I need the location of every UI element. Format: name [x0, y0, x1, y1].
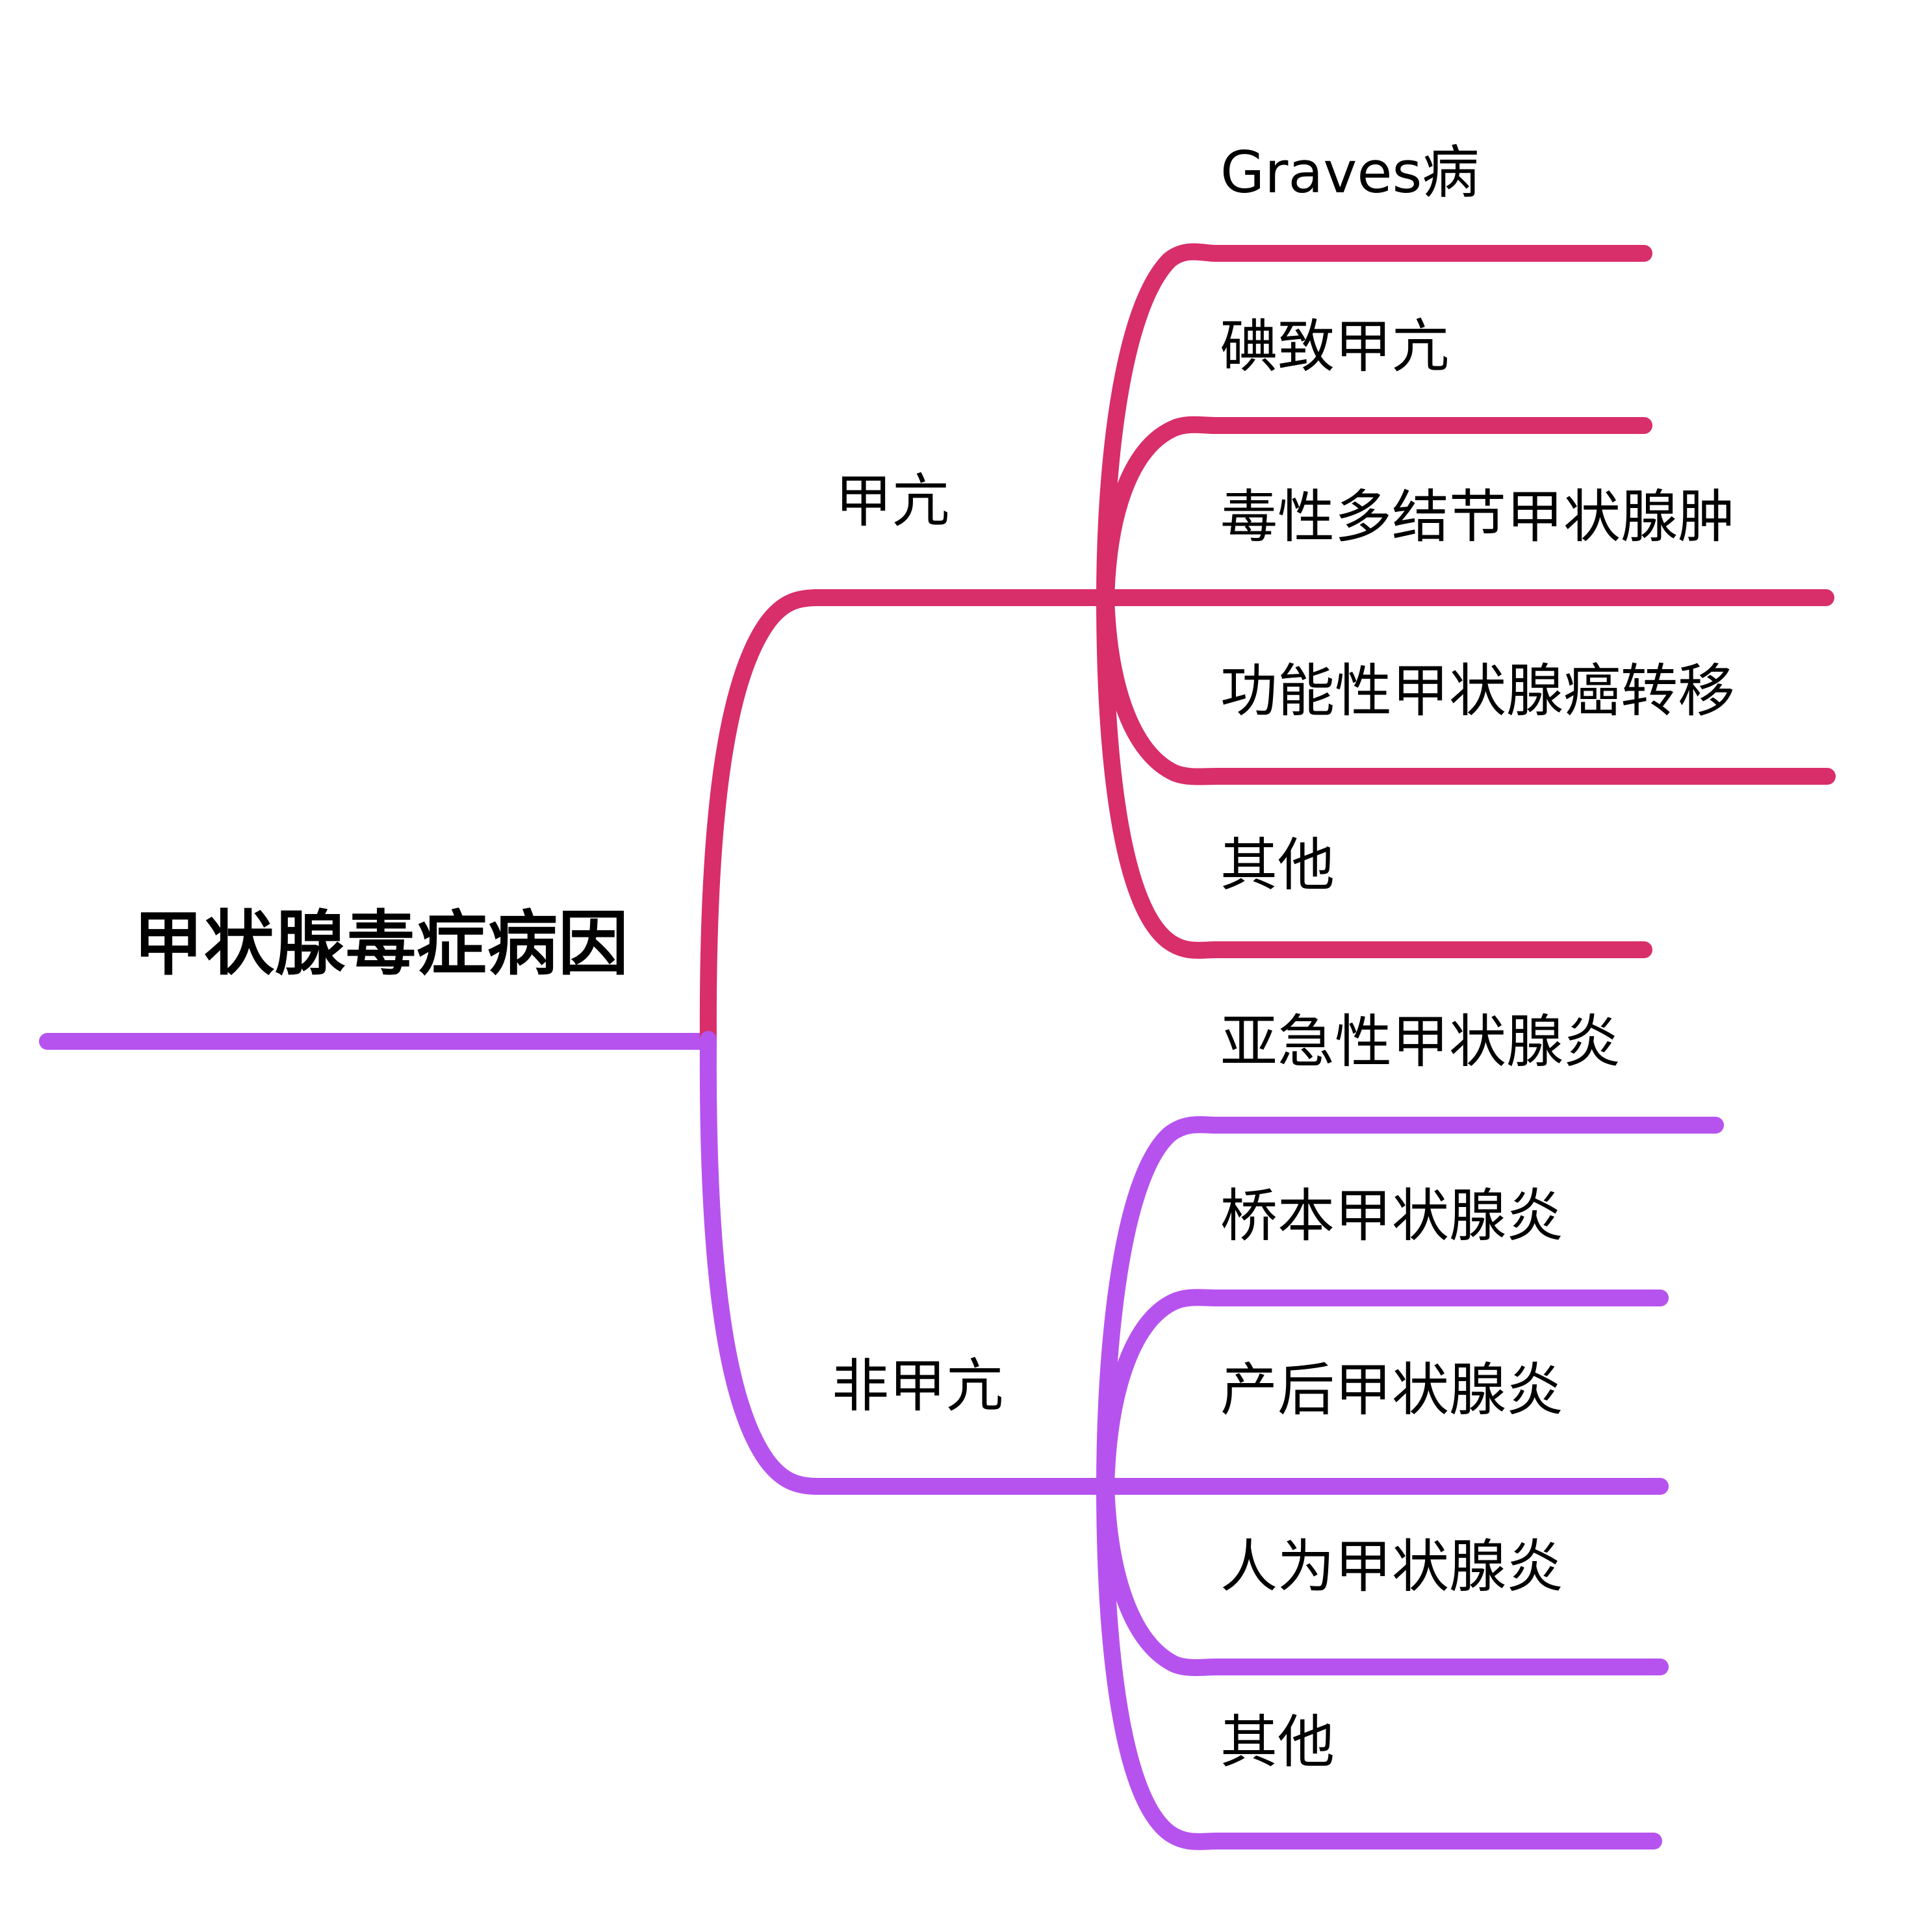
leaf-label-iodine-induced[interactable]: 碘致甲亢 [1220, 313, 1450, 380]
leaf-label-hashimoto-thyroiditis[interactable]: 桥本甲状腺炎 [1220, 1182, 1564, 1249]
connector-branch-nonhyper-stem [699, 1031, 826, 1495]
connector-leaf-graves [1096, 243, 1652, 609]
branch-label-non-hyperthyroid[interactable]: 非甲亢 [832, 1353, 1004, 1419]
leaf-label-other-hyperthyroid[interactable]: 其他 [1220, 832, 1335, 898]
leaf-label-graves[interactable]: Graves病 [1220, 139, 1480, 206]
root-node-label[interactable]: 甲状腺毒症病因 [133, 904, 630, 985]
connector-leaf-subacute [1096, 1116, 1724, 1497]
connector-branch-hyper-stem [699, 589, 826, 1054]
branch-label-hyperthyroid[interactable]: 甲亢 [835, 468, 950, 535]
connector-leaf-other-hyper [1096, 588, 1652, 959]
leaf-label-functional-thyroid-cancer-metastasis[interactable]: 功能性甲状腺癌转移 [1220, 657, 1736, 724]
leaf-label-postpartum-thyroiditis[interactable]: 产后甲状腺炎 [1220, 1356, 1564, 1423]
connector-leaf-other-nonhyper [1096, 1475, 1662, 1850]
leaf-label-factitious-thyroiditis[interactable]: 人为甲状腺炎 [1220, 1533, 1564, 1600]
leaf-label-subacute-thyroiditis[interactable]: 亚急性甲状腺炎 [1220, 1008, 1621, 1075]
connector-leaf-hashimoto [1098, 1289, 1669, 1497]
leaf-label-toxic-multinodular-goiter[interactable]: 毒性多结节甲状腺肿 [1220, 483, 1736, 550]
leaf-label-other-non-hyperthyroid[interactable]: 其他 [1220, 1709, 1335, 1775]
connector-leaf-iodine [1098, 416, 1652, 609]
